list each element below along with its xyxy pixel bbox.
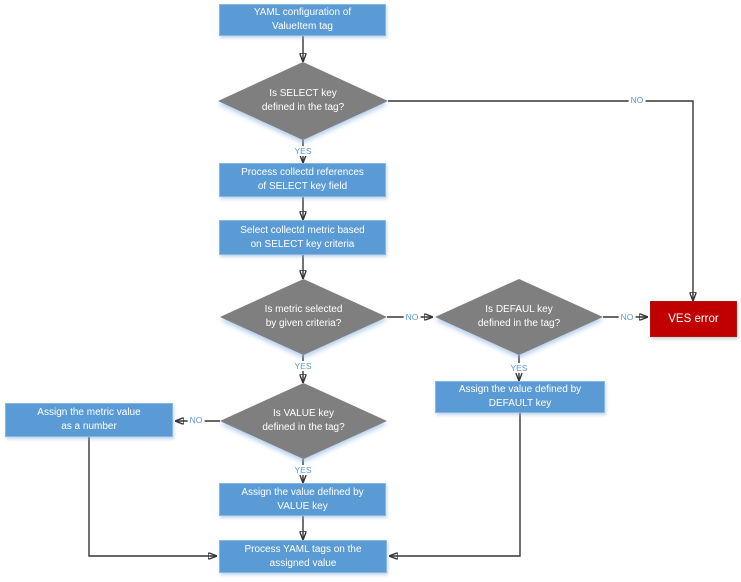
decision-is-default-key-defined: Is DEFAUL key defined in the tag?: [435, 279, 603, 355]
node-assign-default-key-value: Assign the value defined by DEFAULT key: [435, 381, 605, 413]
node-yaml-configuration: YAML configuration of ValueItem tag: [219, 4, 386, 36]
node-text-line: YAML configuration of: [253, 7, 352, 18]
edge-label-yes: YES: [292, 361, 314, 371]
node-text-line: as a number: [61, 421, 117, 432]
node-text-line: Select collectd metric based: [240, 224, 365, 236]
node-text-line: Process YAML tags on the: [244, 543, 362, 555]
node-text-line: Is SELECT key: [269, 88, 337, 99]
node-text-line: Is metric selected: [264, 304, 343, 315]
node-assign-metric-value: Assign the metric value as a number: [5, 403, 173, 437]
edge-label-yes: YES: [292, 146, 314, 156]
node-text-line: of SELECT key field: [257, 181, 348, 192]
node-text-line: defined in the tag?: [477, 318, 561, 329]
node-text-line: ValueItem tag: [272, 21, 333, 32]
decision-is-value-key-defined: Is VALUE key defined in the tag?: [220, 383, 387, 459]
diamond-shape: Is DEFAUL key defined in the tag?: [435, 279, 603, 355]
node-process-yaml-tags: Process YAML tags on the assigned value: [219, 540, 387, 573]
node-select-collectd-metric: Select collectd metric based on SELECT k…: [219, 220, 386, 255]
node-text-line: Is VALUE key: [273, 408, 334, 419]
node-text-line: VES error: [668, 313, 719, 325]
node-text-line: by given criteria?: [265, 318, 342, 329]
edge-label-no: NO: [618, 312, 636, 322]
node-process-collectd-references: Process collectd references of SELECT ke…: [219, 163, 386, 197]
node-text-line: Assign the value defined by: [458, 384, 582, 395]
node-text-line: Assign the value defined by: [241, 486, 364, 498]
edge-label-no: NO: [403, 312, 421, 322]
node-text-line: defined in the tag?: [262, 422, 345, 433]
node-assign-value-key-value: Assign the value defined by VALUE key: [219, 483, 386, 516]
diamond-shape: Is SELECT key defined in the tag?: [218, 62, 388, 140]
node-ves-error: VES error: [650, 301, 737, 337]
node-text-line: on SELECT key criteria: [250, 238, 355, 250]
node-text-line: DEFAULT key: [488, 398, 552, 409]
node-text-line: defined in the tag?: [261, 102, 345, 113]
node-text-line: assigned value: [269, 557, 337, 569]
edge-label-no: NO: [628, 95, 646, 105]
edge-label-yes: YES: [292, 465, 314, 475]
diamond-shape: Is metric selected by given criteria?: [220, 279, 387, 355]
diamond-shape: Is VALUE key defined in the tag?: [220, 383, 387, 459]
decision-is-select-key-defined: Is SELECT key defined in the tag?: [218, 62, 388, 140]
node-text-line: VALUE key: [277, 500, 328, 512]
edge-label-no: NO: [187, 415, 205, 425]
edge-assignmetric-to-processyaml: [88, 437, 217, 556]
edge-label-yes: YES: [508, 363, 530, 373]
decision-is-metric-selected: Is metric selected by given criteria?: [220, 279, 387, 355]
node-text-line: Assign the metric value: [37, 407, 141, 418]
node-text-line: Is DEFAUL key: [485, 304, 553, 315]
edge-isselect-no-to-veserror: [388, 100, 693, 301]
node-text-line: Process collectd references: [241, 167, 364, 178]
edge-assigndefault-to-processyaml: [389, 413, 521, 556]
